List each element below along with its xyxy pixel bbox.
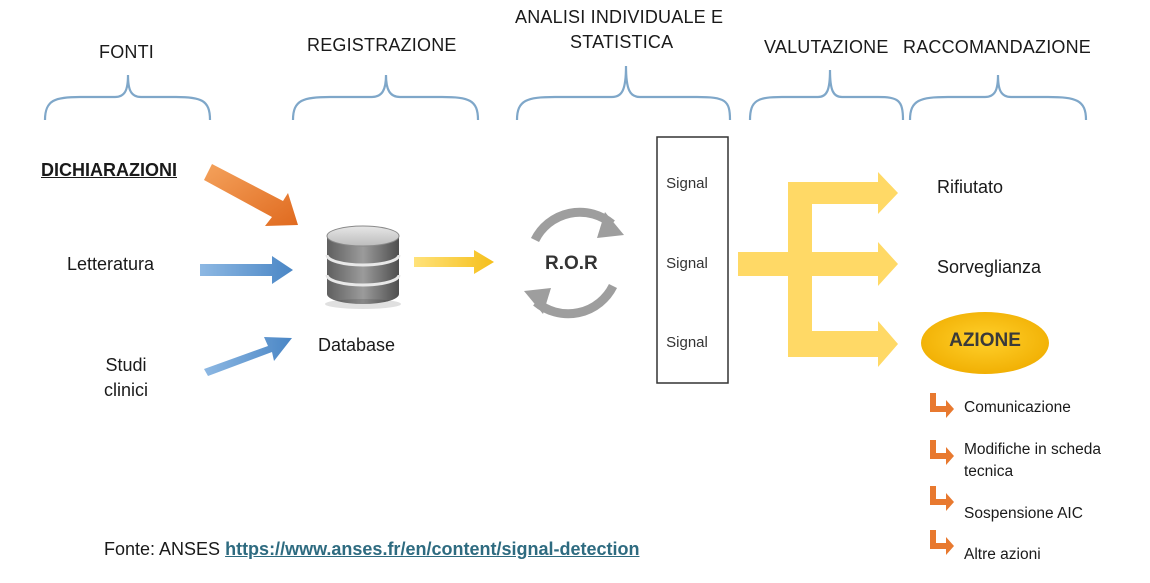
footer-link[interactable]: https://www.anses.fr/en/content/signal-d…: [225, 539, 640, 559]
brace-raccomandazione: [908, 74, 1088, 121]
header-analisi-line2: STATISTICA: [570, 32, 674, 52]
action-arrow-4: [930, 530, 954, 555]
action-arrow-2: [930, 440, 954, 465]
arrow-letteratura: [200, 256, 293, 284]
azione-ellipse: [921, 312, 1049, 374]
signal-box: [656, 136, 729, 384]
header-registrazione: REGISTRAZIONE: [307, 35, 457, 55]
signal-label-1: Signal: [666, 175, 708, 192]
arrow-database-to-ror: [414, 250, 494, 274]
evaluation-arrows: [738, 172, 898, 367]
header-raccomandazione: RACCOMANDAZIONE: [903, 37, 1092, 57]
action-modifiche-line2: tecnica: [964, 463, 1014, 480]
header-valutazione: VALUTAZIONE: [764, 37, 889, 57]
brace-fonti: [43, 74, 212, 121]
brace-analisi: [515, 65, 732, 121]
signal-label-2: Signal: [666, 255, 708, 272]
database-label: Database: [318, 335, 396, 355]
source-dichiarazioni: DICHIARAZIONI: [41, 160, 177, 180]
action-arrow-3: [930, 486, 954, 511]
footer-prefix: Fonte: ANSES: [104, 539, 221, 559]
ror-label: R.O.R: [545, 253, 598, 274]
footer-source: Fonte: ANSES https://www.anses.fr/en/con…: [104, 539, 639, 560]
header-analisi-line1: ANALISI INDIVIDUALE E: [515, 7, 724, 27]
brace-registrazione: [291, 74, 480, 121]
outcome-rifiutato: Rifiutato: [937, 177, 1004, 197]
ror-cycle-icon: [524, 207, 624, 319]
action-comunicazione: Comunicazione: [964, 399, 1071, 416]
database-icon: [325, 225, 401, 309]
source-letteratura: Letteratura: [67, 254, 155, 274]
action-altre: Altre azioni: [964, 546, 1041, 563]
brace-valutazione: [748, 69, 905, 121]
header-fonti: FONTI: [99, 42, 154, 62]
arrow-dichiarazioni: [204, 164, 298, 226]
outcome-sorveglianza: Sorveglianza: [937, 257, 1042, 277]
action-modifiche-line1: Modifiche in scheda: [964, 441, 1101, 458]
action-sospensione: Sospensione AIC: [964, 505, 1083, 522]
arrow-studi: [204, 337, 292, 376]
source-studi-line1: Studi: [105, 355, 147, 375]
action-arrow-1: [930, 393, 954, 418]
outcome-azione: AZIONE: [949, 330, 1021, 351]
signal-label-3: Signal: [666, 334, 708, 351]
source-studi-line2: clinici: [103, 380, 148, 400]
